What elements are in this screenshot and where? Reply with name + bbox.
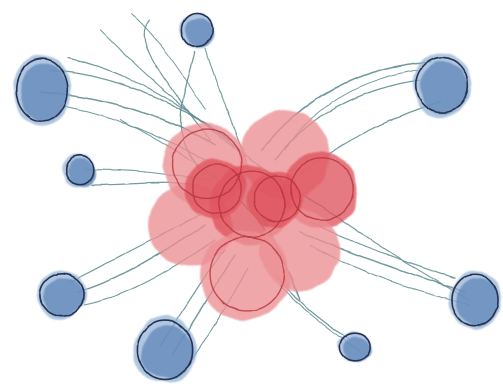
particle-top (179, 11, 215, 49)
particle-lower-right (449, 271, 502, 330)
particle-bottom-right (337, 331, 373, 363)
nucleon (185, 160, 245, 220)
particle-left (64, 153, 96, 187)
particle-bottom (134, 316, 197, 383)
nucleon (200, 230, 290, 320)
particle-lower-left (37, 271, 87, 319)
particle-upper-right (413, 54, 472, 117)
nucleus (148, 110, 358, 320)
particle-upper-left (13, 54, 72, 125)
